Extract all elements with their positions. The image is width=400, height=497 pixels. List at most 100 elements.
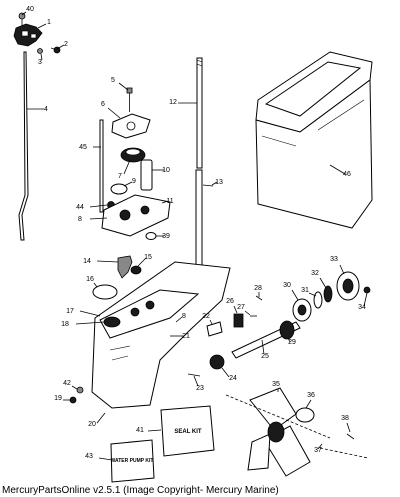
leader-line [339,264,345,275]
seal-kit-label: SEAL KIT [174,429,202,435]
part-46-drive-shaft-housing [255,51,373,229]
part-10-sleeve [140,159,153,191]
callout-number: 33 [330,256,338,263]
callout-number: 9 [132,178,136,185]
leader-line [209,319,213,325]
part-13-pin [202,184,214,187]
callout-number: 32 [311,270,319,277]
leader-line [40,53,43,61]
water-pump-kit-label: WATER PUMP KIT [111,458,154,464]
propeller-axis-dashed [225,394,369,459]
part-29-gear [279,320,295,340]
leader-line [96,260,119,263]
callout-number: 42 [63,380,71,387]
part-7-impeller [120,147,146,163]
part-22-clip [206,321,223,337]
callout-number: 39 [162,233,170,240]
part-19-screw [69,396,77,404]
leader-line [193,375,199,387]
leader-line [317,443,323,450]
leader-line [71,385,78,390]
callout-number: 6 [101,101,105,108]
leader-line [261,339,265,355]
callout-number: 26 [226,298,234,305]
callout-number: 3 [38,59,42,66]
callout-number: 8 [78,216,82,223]
callout-number: 24 [229,375,237,382]
leader-line [346,422,351,433]
part-26-block [233,313,244,328]
leader-line [75,321,105,325]
callout-number: 45 [79,144,87,151]
leader-line [89,217,108,220]
callout-number: 28 [254,285,262,292]
callout-number: 10 [162,167,170,174]
callout-number: 22 [202,313,210,320]
leader-line [233,305,238,314]
callout-number: 23 [196,385,204,392]
part-41-seal-kit: SEAL KIT [160,405,215,457]
leader-line [329,164,346,175]
part-14-shift-cam [117,255,133,279]
callout-number: 7 [118,173,122,180]
leader-line [287,337,291,343]
callout-number: 2 [64,41,68,48]
leader-line [137,257,147,267]
leader-line [56,44,65,50]
callout-number: 25 [261,353,269,360]
leader-line [123,181,133,187]
callout-number: 17 [66,308,74,315]
callout-number: 21 [182,333,190,340]
callout-number: 20 [88,421,96,428]
part-39-o-ring [145,232,157,240]
part-12-drive-shaft [195,57,203,269]
part-31-ring [313,291,323,309]
callout-number: 44 [76,204,84,211]
callout-number: 8 [182,313,186,320]
leader-line [98,457,113,461]
callout-number: 40 [26,6,34,13]
callout-number: 38 [341,415,349,422]
callout-number: 34 [358,304,366,311]
callout-number: 31 [301,287,309,294]
leader-line [308,292,317,297]
callout-layer: 4012345645710944811391213461415161718821… [21,6,368,461]
part-9-gasket [110,183,128,195]
callout-number: 37 [314,447,322,454]
part-43-water-pump-kit: WATER PUMP KIT [110,439,155,483]
callout-number: 35 [272,381,280,388]
leader-line [305,399,312,409]
leader-line [244,310,251,316]
leader-line [96,412,106,424]
part-24-bearing [209,354,225,370]
leader-line [79,310,101,317]
callout-number: 4 [44,106,48,113]
callout-number: 11 [166,198,173,205]
callout-number: 30 [283,282,291,289]
part-4-shift-rod [18,51,29,241]
leader-line [221,367,230,378]
callout-number: 1 [47,19,51,26]
part-40-screw [18,12,26,26]
part-16-ring [92,284,118,300]
leader-line [363,292,368,307]
part-38-pin [346,433,355,440]
part-28-pin [255,295,263,301]
part-45-stud [99,119,104,213]
callout-number: 36 [307,392,315,399]
callout-number: 13 [215,179,223,186]
part-32-washer [323,285,333,303]
leader-line [147,429,162,432]
part-34-screw [363,286,371,294]
leader-line [21,11,27,16]
part-5-bolt [126,87,133,112]
callout-number: 5 [111,77,115,84]
part-1-bracket [13,23,43,47]
leader-line [319,277,327,289]
leader-line [161,200,169,204]
footer-caption: MercuryPartsOnline v2.5.1 (Image Copyrig… [2,485,279,496]
part-15-plug [130,265,142,275]
part-11-pump-base [101,194,171,237]
callout-number: 29 [288,339,296,346]
leader-line [118,82,129,91]
